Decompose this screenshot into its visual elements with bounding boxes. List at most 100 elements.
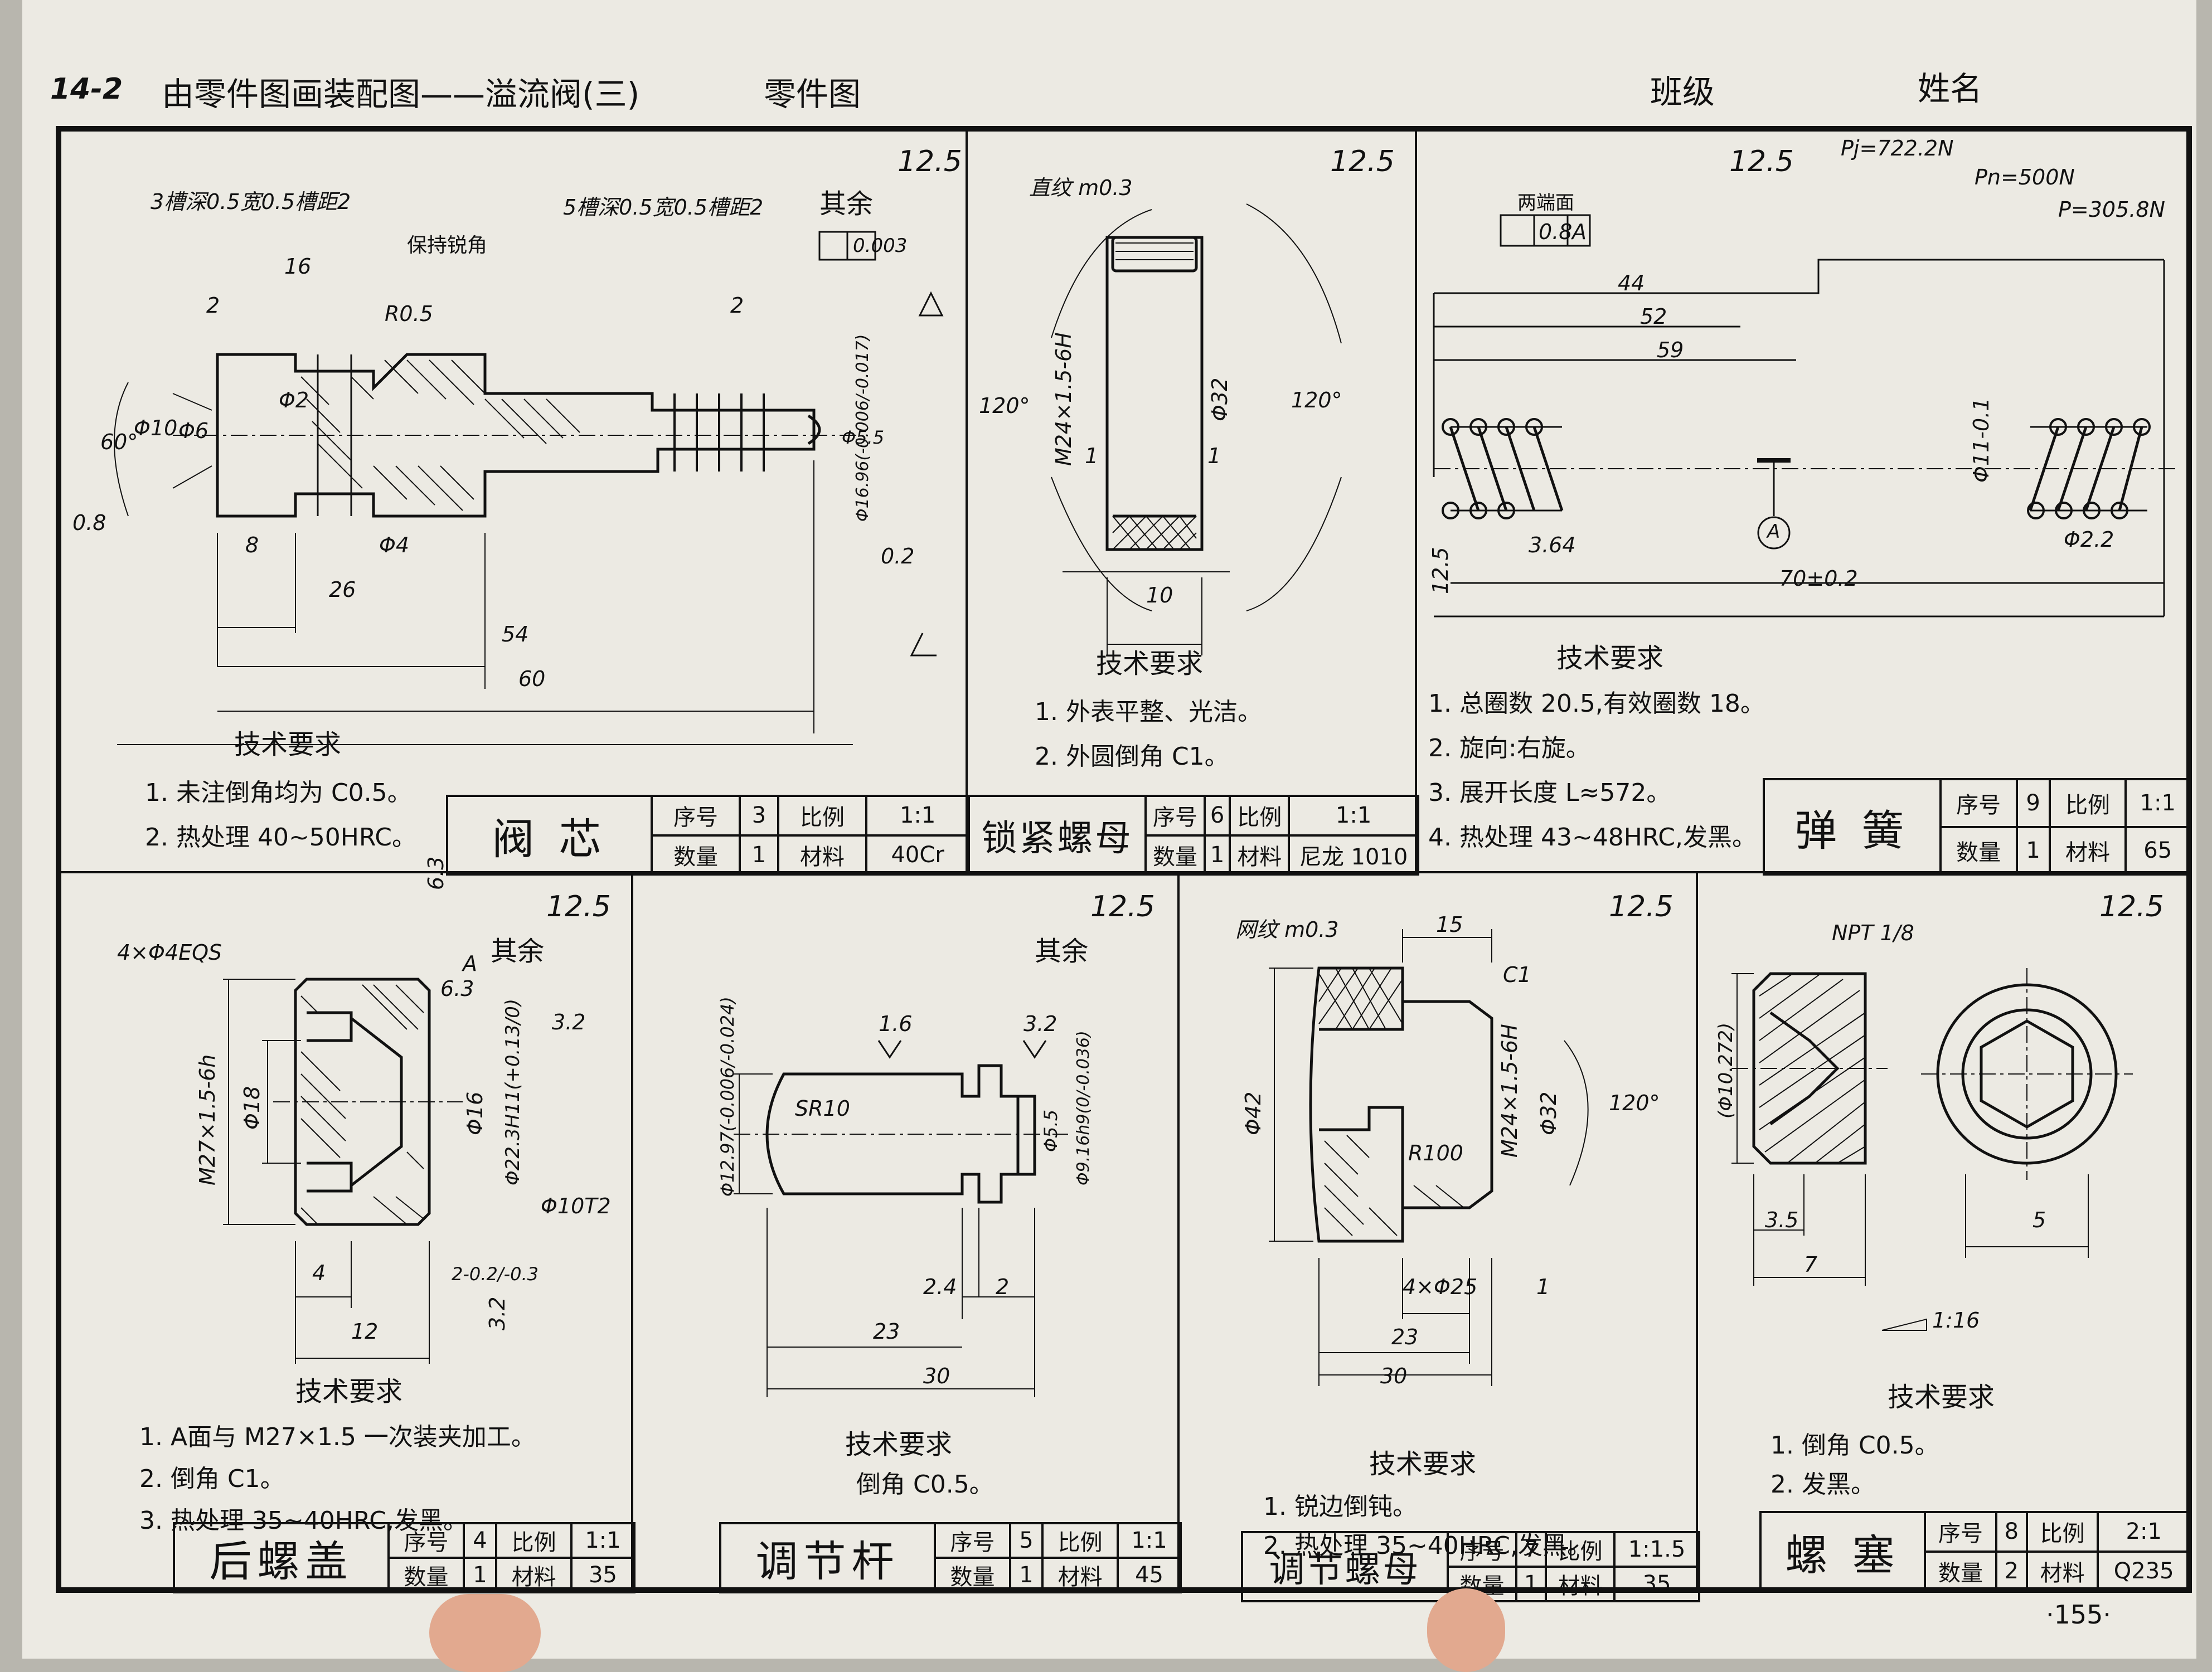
qty-value: 1	[1008, 1557, 1044, 1593]
dim-m27: M27×1.5-6h	[195, 1054, 220, 1185]
dim-1: 1	[1536, 1275, 1550, 1299]
groove-note-2: 5槽深0.5宽0.5槽距2	[563, 195, 764, 220]
dim-08: 0.8	[72, 511, 106, 535]
dim-12: 12	[351, 1319, 379, 1344]
req-title: 技术要求	[1556, 643, 1664, 674]
panel-lock-nut: 12.5 直纹 m0.3 120° M24×1.5-6H Φ32 120° 1 …	[966, 129, 1419, 876]
scale-label: 比例	[1041, 1522, 1119, 1559]
dim-60: 60	[518, 667, 546, 691]
page-subtitle: 零件图	[764, 75, 861, 113]
qty-label: 数量	[1924, 1550, 1997, 1592]
dim-phi916: Φ9.16h9(0/-0.036)	[1074, 1031, 1093, 1185]
seq-value: 4	[462, 1522, 498, 1559]
adjust-rod-drawing	[734, 1040, 1068, 1397]
dim-phi6: Φ6	[178, 419, 209, 443]
groove-note-1: 3槽深0.5宽0.5槽距2	[151, 189, 351, 214]
panel-adjust-nut: 12.5 网纹 m0.3 15 C1 Φ42 M24×1.5-6H Φ32 12…	[1177, 871, 1700, 1602]
roughness-mark: 12.5	[1090, 890, 1155, 924]
dim-m24: M24×1.5-6H	[1051, 332, 1076, 466]
dim-26: 26	[329, 577, 356, 602]
datum-label: A	[1572, 220, 1587, 244]
mat-value: 40Cr	[865, 834, 970, 876]
dim-sr10: SR10	[795, 1096, 850, 1121]
dim-44: 44	[1618, 271, 1645, 295]
qty-value: 1	[2015, 825, 2051, 876]
mat-value: 65	[2124, 825, 2191, 876]
valve-core-drawing	[114, 231, 944, 745]
page-number: ·155·	[2046, 1600, 2112, 1630]
dim-120: 120°	[1609, 1091, 1660, 1115]
mat-label: 材料	[2048, 825, 2127, 876]
book-page: 14-2 由零件图画装配图——溢流阀(三) 零件图 班级 姓名 ·155·	[22, 0, 2196, 1672]
mat-value: 尼龙 1010	[1288, 834, 1419, 876]
name-label: 姓名	[1918, 70, 1983, 108]
dim-phi11: Φ11-0.1	[1969, 397, 1993, 483]
dim-23: 23	[873, 1319, 900, 1344]
dim-phi10t2: Φ10T2	[541, 1194, 611, 1218]
force-pj: Pj=722.2N	[1841, 136, 1954, 161]
qty-label: 数量	[1144, 834, 1206, 876]
dim-2-tol: 2-0.2/-0.3	[452, 1263, 539, 1285]
mat-label: 材料	[1229, 834, 1291, 876]
dim-52: 52	[1640, 304, 1667, 329]
dim-c1: C1	[1503, 963, 1531, 987]
panel-valve-core: 12.5 其余 3槽深0.5宽0.5槽距2 5槽深0.5宽0.5槽距2 保持锐角…	[59, 129, 970, 876]
dim-02: 0.2	[881, 544, 915, 568]
dim-phi10272: (Φ10.272)	[1715, 1022, 1737, 1119]
seq-value: 6	[1203, 795, 1231, 837]
mat-label: 材料	[1041, 1557, 1119, 1593]
taper-1-16: 1:16	[1932, 1308, 1980, 1333]
qty-label: 数量	[650, 834, 741, 876]
dim-364: 3.64	[1529, 533, 1576, 557]
req-item-2: 2. 旋向:右旋。	[1428, 734, 1590, 762]
req-item-1: 1. A面与 M27×1.5 一次装夹加工。	[139, 1423, 536, 1451]
req-item-2: 2. 发黑。	[1770, 1470, 1875, 1499]
req-title: 技术要求	[234, 729, 342, 760]
remainder-label: 其余	[1035, 936, 1089, 967]
page-title: 由零件图画装配图——溢流阀(三)	[162, 75, 640, 113]
dim-phi55: Φ5.5	[842, 427, 885, 448]
dim-4xphi25: 4×Φ25	[1403, 1275, 1478, 1299]
dim-m24: M24×1.5-6H	[1497, 1024, 1522, 1158]
panel-plug: 12.5 NPT 1/8 (Φ10.272) 3.5 7 5 1:16 技术要求…	[1696, 871, 2191, 1592]
dim-r05: R0.5	[385, 302, 433, 326]
roughness-left: 12.5	[1428, 547, 1453, 594]
mat-value: Q235	[2097, 1550, 2191, 1592]
dim-8: 8	[245, 533, 259, 557]
mat-label: 材料	[2025, 1550, 2099, 1592]
part-name: 调节杆	[719, 1522, 937, 1593]
dim-2: 2	[996, 1275, 1010, 1299]
dim-63: 6.3	[440, 976, 474, 1001]
class-label: 班级	[1650, 73, 1715, 111]
surface-a-label: A	[463, 951, 477, 976]
req-item-1: 1. 锐边倒钝。	[1263, 1493, 1417, 1521]
dim-120-left: 120°	[979, 393, 1030, 418]
part-name: 锁紧螺母	[967, 795, 1147, 876]
dim-phi223: Φ22.3H11(+0.13/0)	[502, 998, 524, 1185]
seq-value: 8	[1995, 1511, 2028, 1553]
req-item-1: 1. 倒角 C0.5。	[1770, 1431, 1939, 1460]
dim-35: 3.5	[1765, 1208, 1799, 1232]
dim-1-left: 1	[1085, 444, 1099, 468]
dim-phi1696: Φ16.96(-0.006/-0.017)	[853, 334, 872, 522]
dim-10: 10	[1146, 583, 1173, 607]
qty-value: 1	[739, 834, 779, 876]
part-name: 螺 塞	[1759, 1511, 1927, 1592]
req-title: 技术要求	[845, 1429, 953, 1460]
scale-label: 比例	[2025, 1511, 2099, 1553]
scale-value: 1:1.5	[1613, 1531, 1700, 1568]
req-item-1: 1. 未注倒角均为 C0.5。	[145, 779, 412, 807]
part-name: 阀 芯	[446, 795, 653, 876]
roughness-mark: 12.5	[898, 145, 962, 178]
dim-15: 15	[1436, 912, 1463, 937]
seq-label: 序号	[1939, 778, 2018, 828]
dim-60deg: 60°	[100, 430, 138, 454]
roughness-mark: 12.5	[2099, 890, 2164, 924]
scale-value: 1:1	[865, 795, 970, 837]
perp-tolerance: 0.8	[1539, 220, 1573, 244]
dim-phi10: Φ10	[134, 416, 178, 440]
